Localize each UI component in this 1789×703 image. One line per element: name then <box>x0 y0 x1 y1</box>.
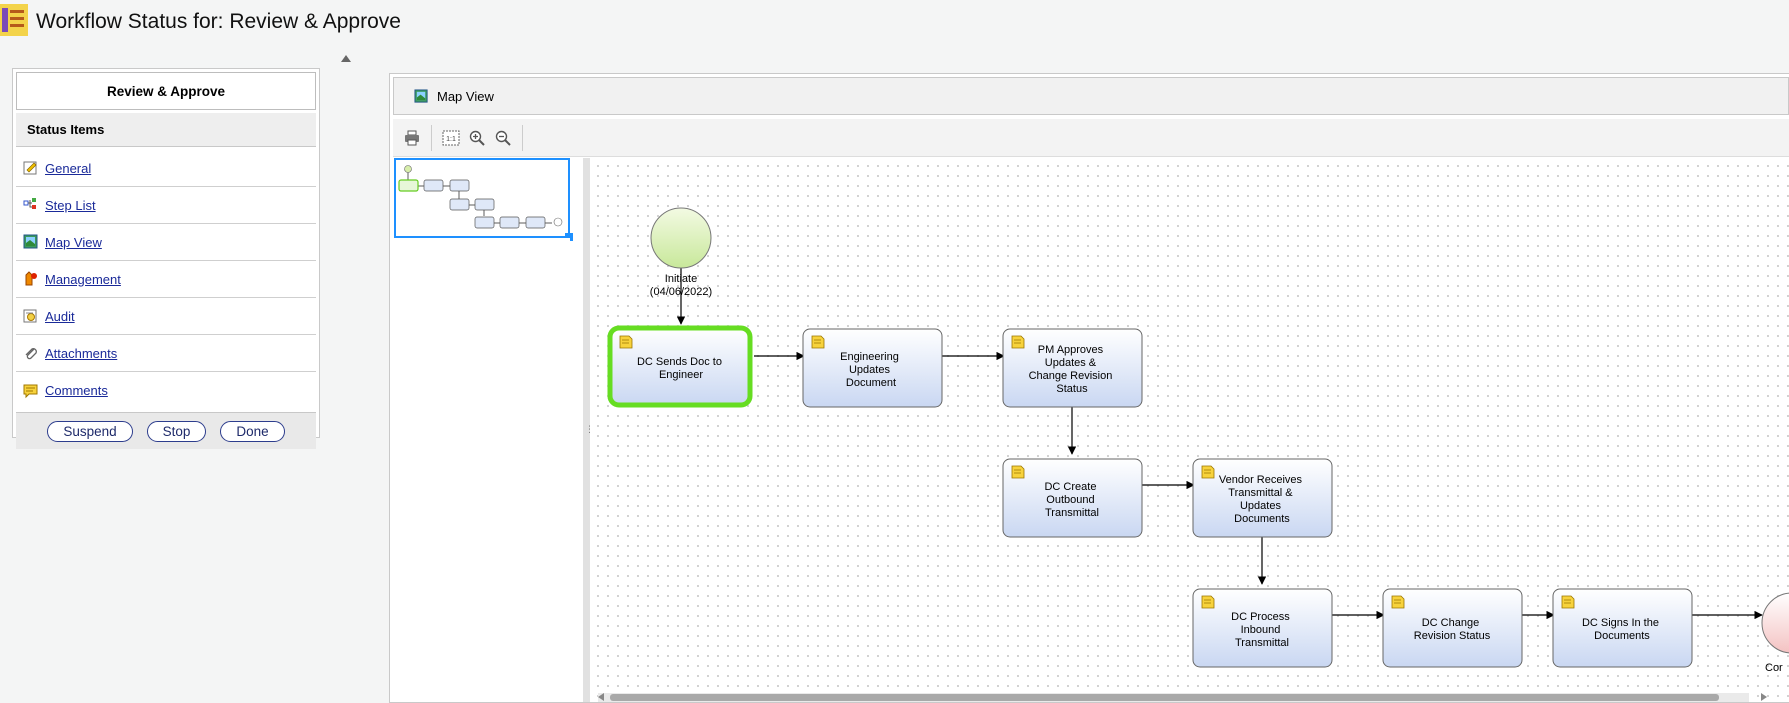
section-title: Status Items <box>16 113 316 147</box>
overview-column <box>394 238 570 702</box>
svg-text:DC Sends Doc to Engi: DC Sends Doc to Engineer <box>637 356 725 381</box>
collapse-arrow-icon[interactable] <box>341 55 351 62</box>
workflow-step-dc-change-revision[interactable]: DC Change Revision Status <box>1382 588 1523 668</box>
end-label: Cor <box>1765 662 1783 674</box>
svg-text:DC Create Outbound: DC Create Outbound Transmittal <box>1044 481 1099 519</box>
page-title: Workflow Status for: Review & Approve <box>36 10 401 33</box>
zoom-out-icon <box>495 130 511 146</box>
toolbar-separator <box>522 124 523 151</box>
status-sidebar: Review & Approve Status Items General St… <box>12 68 320 449</box>
workflow-step-dc-process-inbound[interactable]: DC Process Inbound Transmittal <box>1192 588 1333 668</box>
svg-text:DC Process Inbound: DC Process Inbound Transmittal <box>1231 611 1293 649</box>
workflow-step-engineering-updates[interactable]: Engineering Updates Document <box>802 328 943 408</box>
sidebar-item-audit[interactable]: Audit <box>16 298 316 335</box>
horizontal-scrollbar[interactable] <box>598 693 1767 702</box>
sidebar-header: Review & Approve <box>16 72 316 110</box>
map-toolbar: 1:1 <box>393 119 1789 157</box>
sidebar-link-attachments[interactable]: Attachments <box>45 345 118 361</box>
actual-size-button[interactable]: 1:1 <box>438 125 464 151</box>
paperclip-icon <box>25 348 37 360</box>
map-overview[interactable] <box>394 158 573 241</box>
workflow-diagram: Initiate (04/06/2022) DC Sends Doc to En… <box>607 207 1789 674</box>
zoom-out-button[interactable] <box>490 125 516 151</box>
toolbar-separator <box>431 124 432 151</box>
svg-text:DC Change Revision S: DC Change Revision Status <box>1414 617 1491 642</box>
sidebar-item-management[interactable]: Management <box>16 261 316 298</box>
start-date: (04/06/2022) <box>650 286 712 298</box>
svg-text:PM Approves Updates: PM Approves Updates & Change Revision St… <box>1029 344 1116 395</box>
pane-resizer[interactable] <box>583 158 590 702</box>
workflow-step-vendor-receives[interactable]: Vendor Receives Transmittal & Updates Do… <box>1192 458 1333 538</box>
workflow-step-pm-approves[interactable]: PM Approves Updates & Change Revision St… <box>1002 328 1143 408</box>
overview-resize-handle[interactable] <box>565 233 573 241</box>
sidebar-item-step-list[interactable]: Step List <box>16 187 316 224</box>
workflow-step-dc-sends-doc[interactable]: DC Sends Doc to Engineer <box>607 325 753 408</box>
stop-button[interactable]: Stop <box>146 420 207 442</box>
svg-text:Engineering Updates: Engineering Updates Document <box>840 351 902 389</box>
workflow-step-dc-signs-in[interactable]: DC Signs In the Documents <box>1552 588 1693 668</box>
print-button[interactable] <box>399 125 425 151</box>
map-view-header: Map View <box>393 77 1789 115</box>
svg-text:1:1: 1:1 <box>446 136 456 143</box>
sidebar-item-attachments[interactable]: Attachments <box>16 335 316 372</box>
sidebar-item-comments[interactable]: Comments <box>16 372 316 409</box>
svg-text:DC Signs In the Docu: DC Signs In the Documents <box>1582 617 1662 642</box>
zoom-in-button[interactable] <box>464 125 490 151</box>
sidebar-link-comments[interactable]: Comments <box>45 383 108 398</box>
resizer-grip-icon[interactable]: ⋮ <box>585 424 594 435</box>
sidebar-link-step-list[interactable]: Step List <box>45 197 96 213</box>
workflow-step-dc-create-outbound[interactable]: DC Create Outbound Transmittal <box>1002 458 1143 538</box>
start-label: Initiate <box>665 273 697 285</box>
step-label-line: DC Sends Doc to <box>637 356 722 368</box>
start-node[interactable]: Initiate (04/06/2022) <box>650 207 712 298</box>
workflow-actions: Suspend Stop Done <box>16 412 316 449</box>
workflow-app-icon <box>0 4 28 36</box>
general-icon <box>23 161 37 175</box>
zoom-in-icon <box>469 130 485 146</box>
map-view-title: Map View <box>437 88 494 104</box>
sidebar-link-general[interactable]: General <box>45 160 92 176</box>
map-view-panel: Map View 1:1 <box>389 73 1789 703</box>
scrollbar-thumb[interactable] <box>610 694 1719 701</box>
map-view-icon <box>414 88 428 103</box>
sidebar-link-map-view[interactable]: Map View <box>45 234 102 250</box>
title-bar: Workflow Status for: Review & Approve <box>0 0 1789 42</box>
step-list-icon <box>23 198 36 209</box>
comments-icon <box>23 384 38 398</box>
suspend-button[interactable]: Suspend <box>47 420 133 442</box>
sidebar-item-general[interactable]: General <box>16 150 316 187</box>
workflow-canvas[interactable]: Initiate (04/06/2022) DC Sends Doc to En… <box>590 158 1789 702</box>
svg-text:Vendor Receives Tran: Vendor Receives Transmittal & Updates Do… <box>1219 474 1305 525</box>
sidebar-link-management[interactable]: Management <box>45 271 121 287</box>
map-view-icon <box>23 234 38 249</box>
overview-diagram <box>398 165 563 229</box>
sidebar-link-audit[interactable]: Audit <box>45 308 75 324</box>
audit-icon <box>23 309 37 323</box>
end-node[interactable]: Cor <box>1761 592 1789 674</box>
actual-size-icon: 1:1 <box>442 130 460 145</box>
scroll-left-arrow-icon[interactable] <box>598 693 604 701</box>
done-button[interactable]: Done <box>220 420 285 442</box>
scroll-right-arrow-icon[interactable] <box>1761 693 1767 701</box>
sidebar-item-map-view[interactable]: Map View <box>16 224 316 261</box>
print-icon <box>405 130 419 145</box>
step-label-line: Engineer <box>659 369 703 381</box>
panel-splitter[interactable] <box>336 42 354 703</box>
management-icon <box>25 271 37 286</box>
